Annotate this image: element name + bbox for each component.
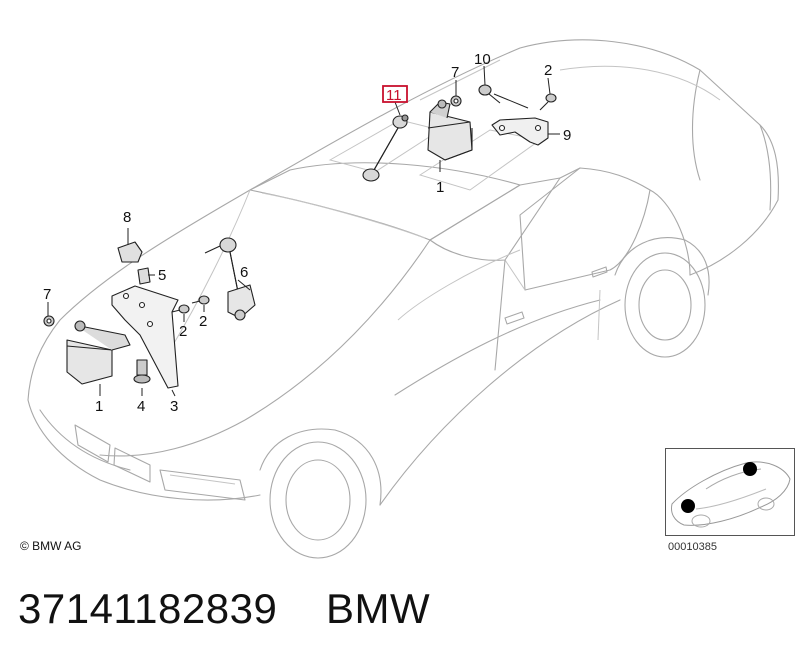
callout-1-left: 1	[95, 398, 103, 415]
inset-marker-rear	[743, 462, 757, 476]
callout-1-top: 1	[436, 179, 444, 196]
callout-8: 8	[123, 209, 131, 226]
location-inset	[665, 448, 795, 536]
part-9-bracket	[491, 117, 549, 146]
callout-2-top: 2	[544, 62, 552, 79]
part-11-linkage-rod	[362, 114, 409, 182]
part-1-height-sensor-front	[66, 320, 131, 385]
copyright-notice: © BMW AG	[20, 539, 82, 553]
inset-marker-front	[681, 499, 695, 513]
callout-4: 4	[137, 398, 145, 415]
callout-5: 5	[158, 267, 166, 284]
callout-11: 11	[386, 87, 402, 104]
diagram-reference-number: 00010385	[668, 541, 717, 553]
part-number: 37141182839	[18, 585, 278, 632]
callout-11-highlight-box	[382, 85, 408, 103]
callout-9: 9	[563, 127, 571, 144]
callout-3: 3	[170, 398, 178, 415]
part-4-bolt	[133, 359, 151, 384]
part-7-nut-left	[43, 315, 55, 327]
callout-10: 10	[474, 51, 491, 68]
footer-caption: 37141182839 BMW	[18, 585, 430, 633]
part-2-screw-top	[539, 93, 557, 111]
part-8-clip	[117, 241, 143, 263]
part-6-linkage	[204, 237, 256, 321]
brand-name: BMW	[326, 585, 431, 632]
callout-2-mid-b: 2	[199, 313, 207, 330]
callouts: 11 7 10 2 9 1 8 5 6 7 2 2 1 4 3	[43, 51, 571, 415]
part-5-screw	[137, 267, 151, 285]
part-7-nut-top	[450, 95, 462, 107]
part-2-screw-mid-b	[191, 295, 210, 305]
callout-7-left: 7	[43, 286, 51, 303]
part-1-height-sensor-rear	[427, 99, 473, 161]
callout-2-mid-a: 2	[179, 323, 187, 340]
part-3-bracket	[111, 285, 179, 389]
part-10-bolt	[478, 84, 501, 104]
callout-7-top: 7	[451, 64, 459, 81]
part-2-screw-mid-a	[171, 304, 190, 314]
top-sensor-assembly	[362, 65, 560, 182]
front-sensor-assembly	[43, 228, 256, 397]
callout-6: 6	[240, 264, 248, 281]
inset-car-thumbnail	[671, 461, 791, 528]
car-outline	[27, 39, 779, 559]
